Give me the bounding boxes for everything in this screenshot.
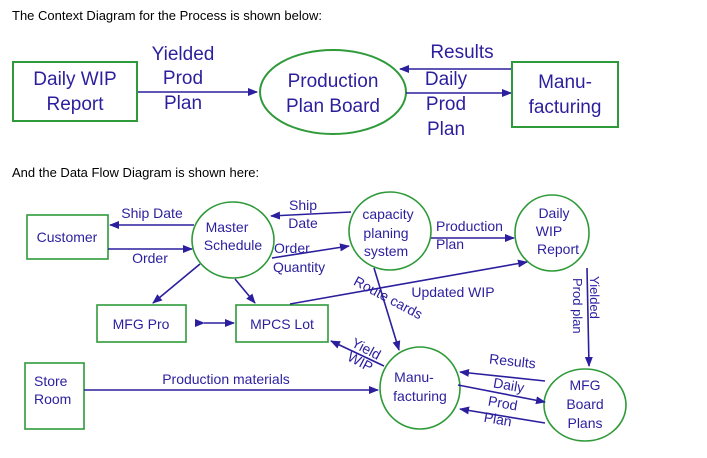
context-production-plan-board-line2: Plan Board bbox=[286, 96, 380, 117]
dfd-label-ship-date-right-line2: Date bbox=[288, 215, 318, 231]
dfd-arrow-yield-wip bbox=[330, 340, 385, 367]
dfd-arrow-plan-return bbox=[459, 406, 546, 424]
dfd-store-room-line2: Room bbox=[34, 391, 71, 407]
dfd-capacity-ellipse bbox=[348, 191, 432, 271]
dfd-customer-box bbox=[26, 214, 109, 260]
context-daily-wip-report-line2: Report bbox=[46, 94, 104, 115]
dfd-label-production-plan-line1: Production bbox=[436, 218, 503, 234]
dfd-mfg-board-line2: Board bbox=[566, 396, 603, 412]
context-production-plan-board-line1: Production bbox=[288, 71, 379, 92]
context-daily-wip-report-box bbox=[12, 61, 138, 122]
dfd-mpcs-lot-box bbox=[235, 304, 329, 343]
dfd-mpcs-lot-label: MPCS Lot bbox=[250, 316, 314, 332]
dfd-daily-wip-ellipse bbox=[514, 194, 590, 272]
dfd-arrow-updated-wip bbox=[289, 259, 528, 305]
dfd-master-schedule-line2: Schedule bbox=[204, 237, 263, 253]
context-production-plan-board-ellipse bbox=[259, 49, 407, 135]
dfd-mfg-board-line1: MFG bbox=[569, 377, 600, 393]
dfd-store-room-line1: Store bbox=[34, 373, 68, 389]
context-daily-label-line1: Daily bbox=[425, 69, 468, 90]
dfd-label-production-materials: Production materials bbox=[162, 371, 290, 387]
dfd-capacity-line3: system bbox=[364, 243, 408, 259]
context-manufacturing-box bbox=[511, 61, 619, 128]
dfd-daily-wip-line3: Report bbox=[537, 241, 579, 257]
dfd-label-results: Results bbox=[488, 351, 536, 372]
context-caption: The Context Diagram for the Process is s… bbox=[12, 8, 322, 23]
dfd-label-ship-date-left: Ship Date bbox=[121, 205, 183, 221]
dfd-caption: And the Data Flow Diagram is shown here: bbox=[12, 165, 259, 180]
dfd-daily-wip-line1: Daily bbox=[538, 205, 569, 221]
context-daily-label-line3: Plan bbox=[427, 119, 465, 140]
dfd-master-schedule-ellipse bbox=[191, 201, 275, 279]
dfd-arrow-order-quantity bbox=[271, 243, 350, 259]
dfd-label-ship-date-right-line1: Ship bbox=[289, 197, 317, 213]
dfd-label-yielded: Yielded bbox=[587, 276, 602, 319]
dfd-manufacturing-ellipse bbox=[379, 346, 461, 430]
dfd-customer-label: Customer bbox=[37, 229, 98, 245]
dfd-label-daily-line1: Daily bbox=[492, 374, 525, 395]
dfd-label-updated-wip: Updated WIP bbox=[411, 284, 494, 300]
context-daily-wip-report-line1: Daily WIP bbox=[33, 69, 116, 90]
context-results-label: Results bbox=[430, 42, 493, 63]
dfd-arrow-master-to-mpcs bbox=[234, 278, 256, 304]
dfd-mfg-pro-box bbox=[96, 304, 187, 343]
context-manufacturing-line2: facturing bbox=[529, 97, 602, 118]
dfd-master-schedule-line1: Master bbox=[206, 219, 249, 235]
context-yielded-label-line2: Prod bbox=[163, 68, 203, 89]
dfd-mfg-board-line3: Plans bbox=[567, 415, 602, 431]
dfd-label-order: Order bbox=[132, 250, 168, 266]
context-daily-label-line2: Prod bbox=[426, 94, 466, 115]
dfd-manufacturing-line1: Manu- bbox=[394, 369, 434, 385]
dfd-arrow-daily-prod bbox=[457, 384, 546, 405]
dfd-daily-wip-line2: WIP bbox=[536, 223, 562, 239]
dfd-label-prod-plan: Prod plan bbox=[570, 278, 585, 334]
dfd-arrow-ship-date-to-master bbox=[270, 211, 352, 220]
dfd-mfg-pro-label: MFG Pro bbox=[113, 316, 170, 332]
context-yielded-label-line3: Plan bbox=[164, 93, 202, 114]
dfd-capacity-line1: capacity bbox=[362, 206, 413, 222]
dfd-capacity-line2: planing bbox=[363, 225, 408, 241]
dfd-label-daily-line3: Plan bbox=[483, 409, 513, 430]
dfd-store-room-box bbox=[24, 362, 85, 430]
dfd-arrow-results bbox=[459, 368, 546, 382]
dfd-label-production-plan-line2: Plan bbox=[436, 236, 464, 252]
dfd-arrow-master-to-mfg-pro bbox=[152, 263, 201, 304]
dfd-mfg-board-ellipse bbox=[543, 368, 627, 442]
dfd-manufacturing-line2: facturing bbox=[393, 388, 447, 404]
dfd-label-order-quantity-line2: Quantity bbox=[273, 259, 325, 275]
dfd-arrow-route-cards bbox=[373, 267, 401, 351]
dfd-label-daily-line2: Prod bbox=[487, 393, 519, 414]
context-manufacturing-line1: Manu- bbox=[538, 72, 592, 93]
dfd-arrow-yielded-prod-plan bbox=[584, 267, 593, 367]
dfd-label-order-quantity-line1: Order bbox=[274, 240, 310, 256]
context-yielded-label-line1: Yielded bbox=[152, 44, 215, 65]
